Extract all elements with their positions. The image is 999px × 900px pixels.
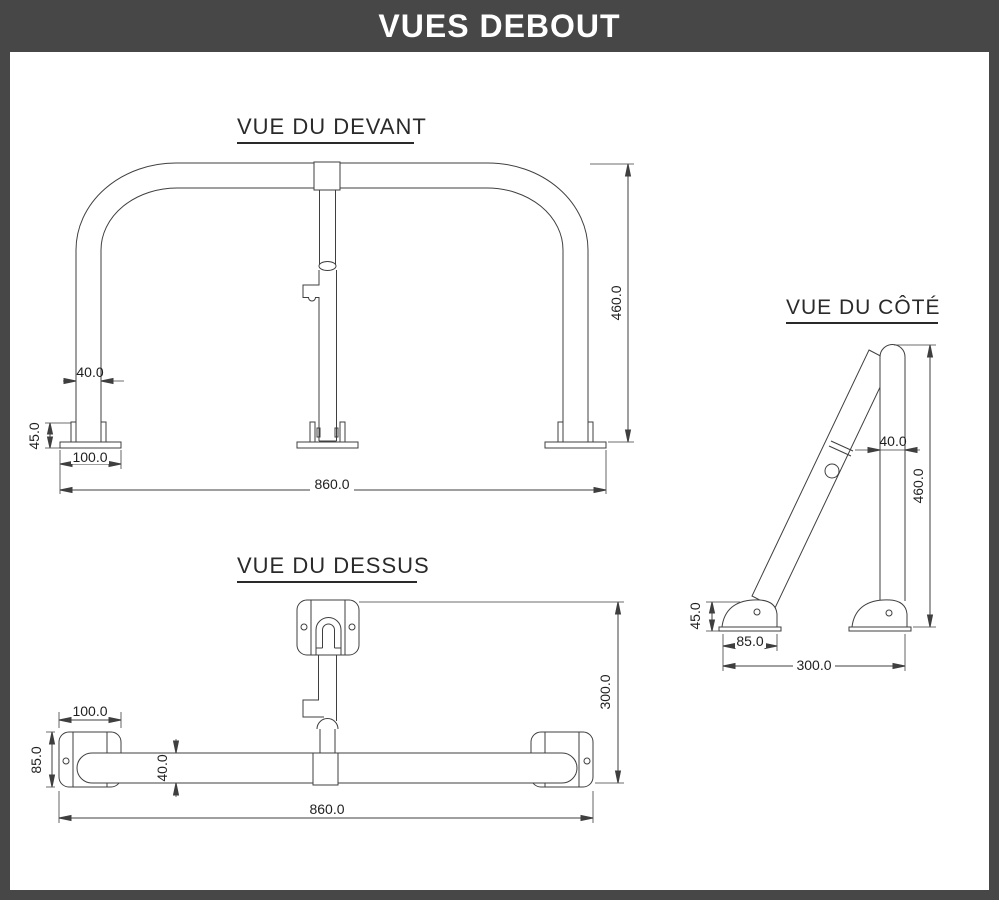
front-post-latch [303,270,319,441]
front-hoop-inner-left [101,188,314,423]
dim-label: 100.0 [72,703,107,719]
front-center-base-plate [297,442,358,448]
top-dim-base-width: 100.0 [59,703,121,728]
top-dim-base-depth: 85.0 [28,732,55,787]
dim-label: 40.0 [76,364,103,380]
top-dim-overall-depth: 300.0 [359,602,624,783]
front-center-collar [314,162,340,190]
dim-label: 85.0 [28,746,44,773]
front-dim-overall-height: 460.0 [590,164,634,442]
dim-label: 45.0 [26,422,42,449]
dim-label: 460.0 [608,285,624,320]
front-dim-overall-width: 860.0 [60,450,606,494]
front-view-title: VUE DU DEVANT [237,114,426,144]
top-center-plate [297,600,359,655]
side-view-drawing: 40.0 460.0 45.0 [687,345,936,673]
side-post-cap [880,345,905,358]
front-view-drawing: 40.0 45.0 100.0 [26,162,634,494]
dim-label: 100.0 [72,449,107,465]
side-right-foot [852,600,907,627]
side-view-title: VUE DU CÔTÉ [786,296,940,324]
side-left-foot [722,600,777,627]
dim-label: 40.0 [879,433,906,449]
side-dim-overall-height: 460.0 [894,345,936,627]
side-dim-overall-depth: 300.0 [723,634,905,673]
side-brace [752,350,892,608]
dim-label: 460.0 [910,468,926,503]
front-hoop-inner-right [340,188,563,423]
front-post-joint [319,262,336,271]
front-right-base-plate [545,442,606,448]
title-bar: VUES DEBOUT [0,0,999,52]
side-dim-tube-width: 40.0 [855,433,920,453]
dim-label: 85.0 [736,633,763,649]
top-latch-arm [303,655,324,717]
top-view-title: VUE DU DESSUS [237,553,429,583]
front-dim-sleeve-height: 45.0 [26,422,71,450]
side-dim-foot-width: 85.0 [723,632,777,651]
top-dim-tube-width: 40.0 [154,739,179,797]
top-view-drawing: 100.0 85.0 40.0 [28,600,624,823]
dim-label: 860.0 [314,476,349,492]
front-dim-base-width: 100.0 [60,449,121,494]
front-left-base-plate [60,442,121,448]
dim-label: 300.0 [597,674,613,709]
front-hoop-outer [76,163,588,423]
side-dim-foot-height: 45.0 [687,602,740,631]
top-collar [313,753,338,785]
dim-label: 45.0 [687,602,703,629]
dim-label: 40.0 [154,754,170,781]
dim-label: 300.0 [796,657,831,673]
front-dim-tube-width: 40.0 [63,364,124,384]
side-pivot-hole [825,464,839,478]
dim-label: 860.0 [309,801,344,817]
top-dim-overall-width: 860.0 [59,791,593,823]
page-title: VUES DEBOUT [378,7,621,44]
